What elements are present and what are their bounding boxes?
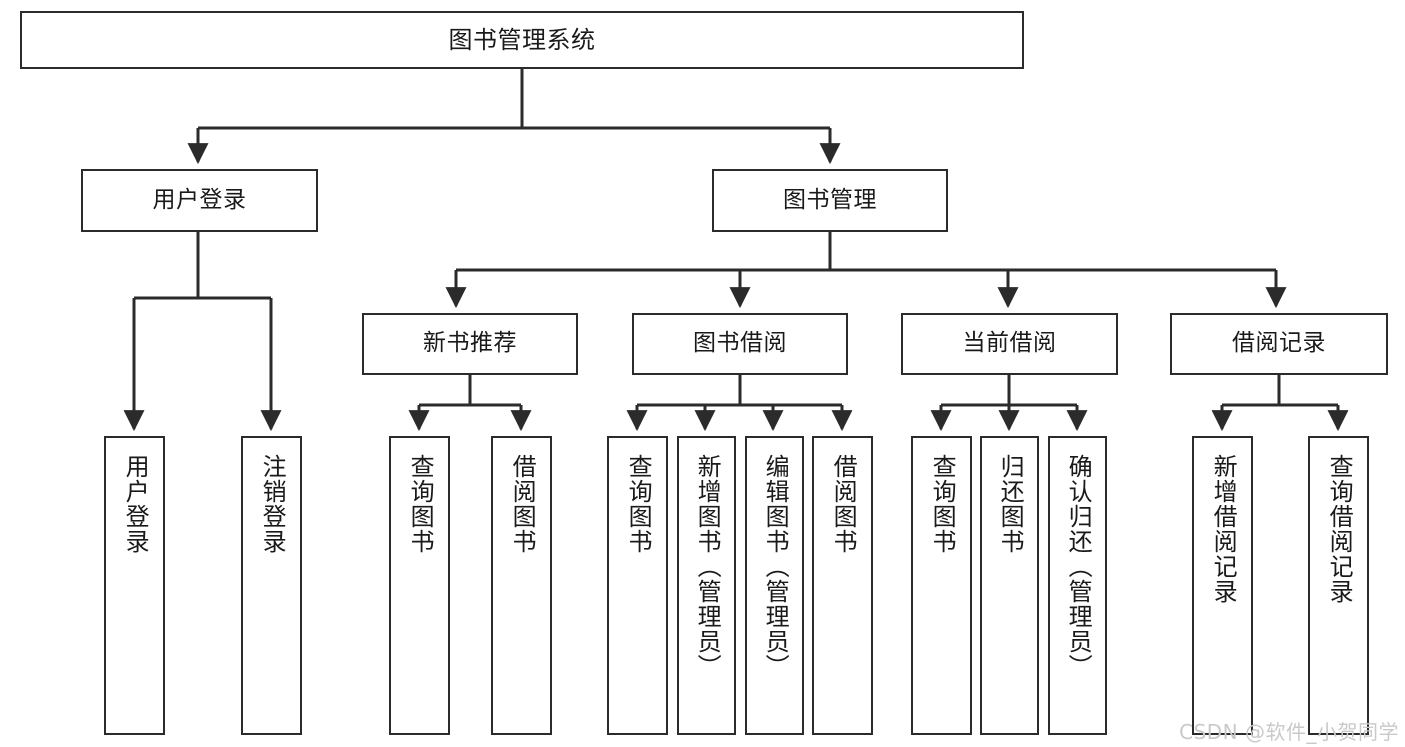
leaf-edit-book-admin[interactable]: 编辑图书（管理员） xyxy=(745,436,804,735)
node-book-management[interactable]: 图书管理 xyxy=(712,169,948,232)
leaf-label: 注销登录 xyxy=(258,454,287,554)
leaf-label: 借阅图书 xyxy=(829,454,858,554)
leaf-label: 新增图书（管理员） xyxy=(693,454,722,679)
leaf-label: 用户登录 xyxy=(121,454,150,554)
node-book-borrow[interactable]: 图书借阅 xyxy=(632,313,848,375)
leaf-label: 查询图书 xyxy=(624,454,653,554)
node-user-login[interactable]: 用户登录 xyxy=(81,169,318,232)
node-current-borrow[interactable]: 当前借阅 xyxy=(901,313,1118,375)
leaf-add-book-admin[interactable]: 新增图书（管理员） xyxy=(677,436,736,735)
leaf-label: 查询图书 xyxy=(928,454,957,554)
leaf-label: 借阅图书 xyxy=(508,454,537,554)
leaf-add-borrow-record[interactable]: 新增借阅记录 xyxy=(1192,436,1253,735)
leaf-user-login[interactable]: 用户登录 xyxy=(104,436,165,735)
leaf-borrow-book-borrow[interactable]: 借阅图书 xyxy=(812,436,873,735)
watermark: CSDN @软件_小贺同学 xyxy=(1179,720,1399,744)
leaf-label: 新增借阅记录 xyxy=(1209,454,1238,604)
leaf-logout[interactable]: 注销登录 xyxy=(241,436,302,735)
leaf-label: 编辑图书（管理员） xyxy=(761,454,790,679)
node-borrow-record[interactable]: 借阅记录 xyxy=(1170,313,1388,375)
leaf-label: 查询图书 xyxy=(406,454,435,554)
leaf-label: 确认归还（管理员） xyxy=(1064,454,1093,679)
leaf-borrow-book-newbook[interactable]: 借阅图书 xyxy=(491,436,552,735)
leaf-query-borrow-record[interactable]: 查询借阅记录 xyxy=(1308,436,1369,735)
leaf-confirm-return-admin[interactable]: 确认归还（管理员） xyxy=(1048,436,1107,735)
leaf-query-book-newbook[interactable]: 查询图书 xyxy=(389,436,450,735)
leaf-label: 查询借阅记录 xyxy=(1325,454,1354,604)
leaf-return-book[interactable]: 归还图书 xyxy=(980,436,1039,735)
leaf-query-book-borrow[interactable]: 查询图书 xyxy=(607,436,668,735)
node-root[interactable]: 图书管理系统 xyxy=(20,11,1024,69)
leaf-query-book-current[interactable]: 查询图书 xyxy=(911,436,972,735)
leaf-label: 归还图书 xyxy=(996,454,1025,554)
node-new-book-recommend[interactable]: 新书推荐 xyxy=(362,313,578,375)
